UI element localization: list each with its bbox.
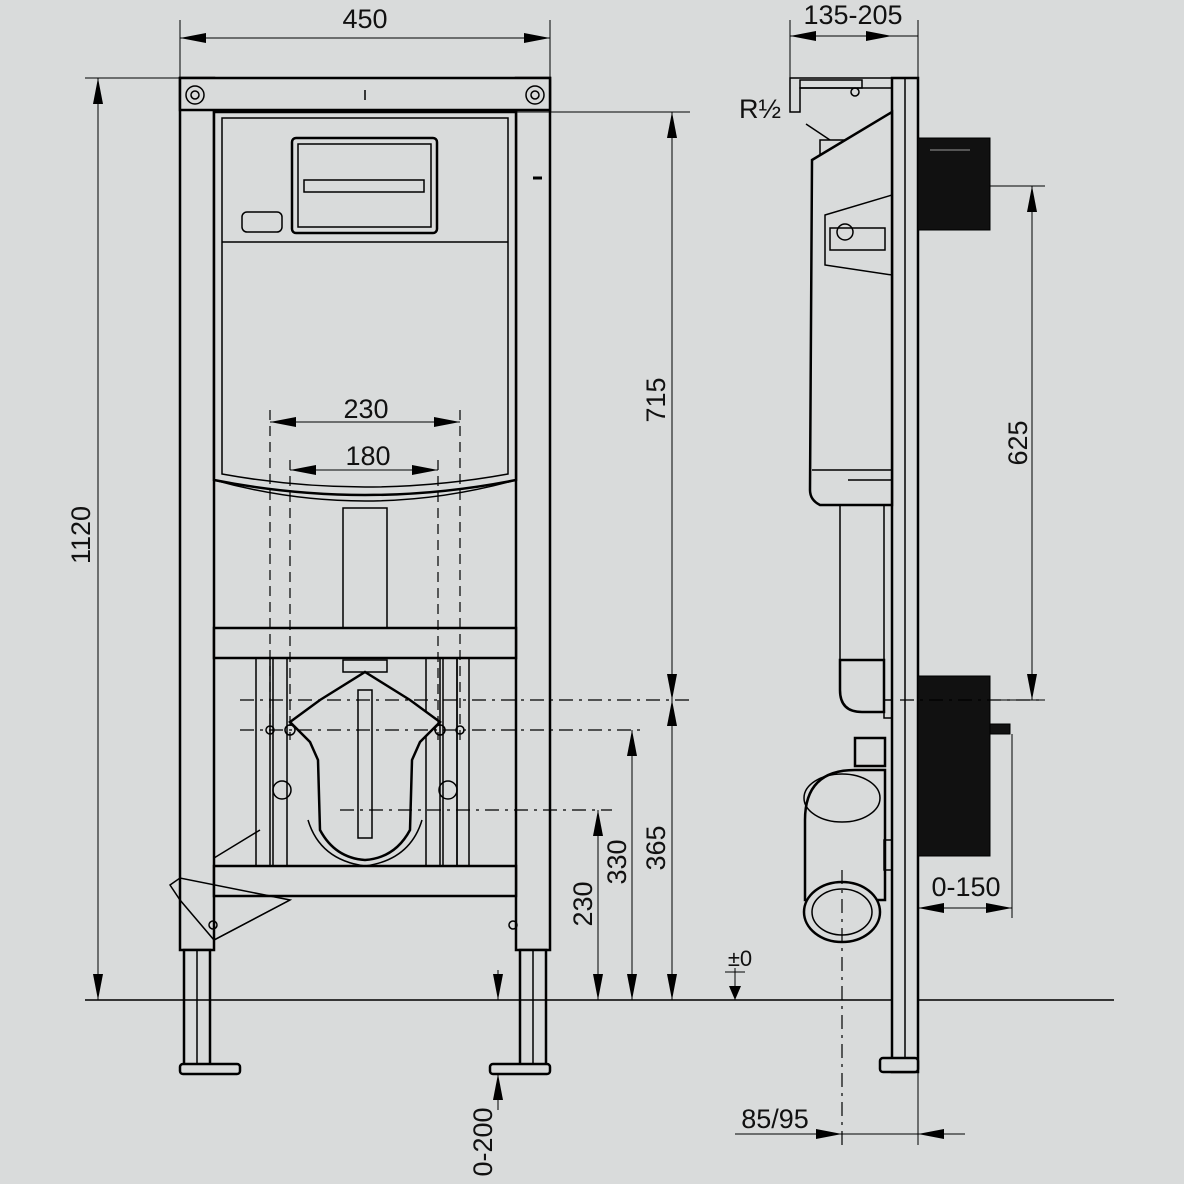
bolt-180-label: 180 xyxy=(345,441,390,471)
depth-135-205-label: 135-205 xyxy=(803,0,902,30)
height-1120-label: 1120 xyxy=(66,506,96,564)
floor-zero-label: ±0 xyxy=(728,946,752,971)
outlet-85-95-label: 85/95 xyxy=(741,1104,809,1134)
projection-0-150-label: 0-150 xyxy=(931,872,1000,902)
side-dimensions xyxy=(725,20,1045,1150)
height-330-label: 330 xyxy=(602,839,632,884)
spacing-625-label: 625 xyxy=(1003,420,1033,465)
width-450-label: 450 xyxy=(342,4,387,34)
foot-adjust-label: 0-200 xyxy=(468,1107,498,1176)
front-dimensions xyxy=(85,20,690,1110)
height-715-label: 715 xyxy=(641,377,671,422)
bolt-230-label: 230 xyxy=(343,394,388,424)
height-230-label: 230 xyxy=(568,881,598,926)
inlet-r-half-label: R½ xyxy=(739,94,781,124)
side-view-frame xyxy=(789,76,1011,1074)
height-365-label: 365 xyxy=(641,825,671,870)
front-view-frame xyxy=(168,76,552,1076)
